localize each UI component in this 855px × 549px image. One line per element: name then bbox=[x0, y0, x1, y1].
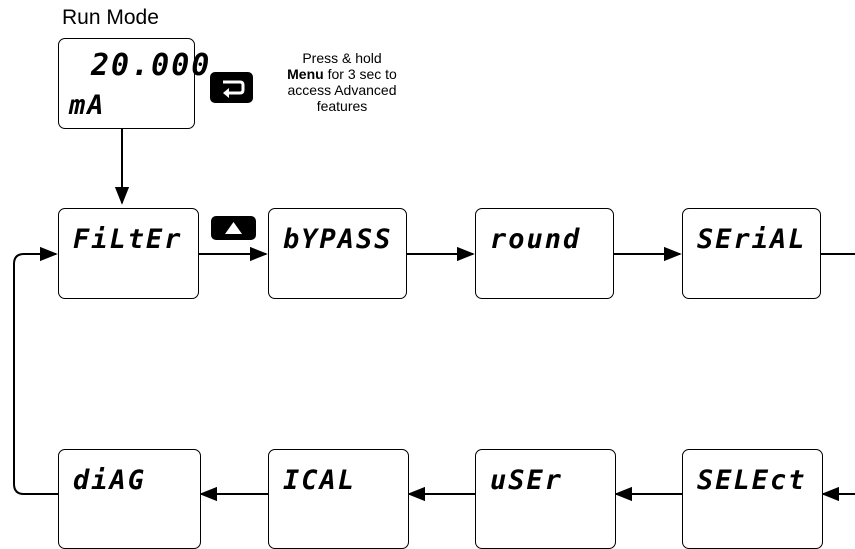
menu-note: Press & hold Menu for 3 sec to access Ad… bbox=[262, 50, 422, 114]
up-key[interactable] bbox=[211, 216, 256, 240]
up-arrow-key-icon bbox=[225, 222, 242, 234]
display-unit: mA bbox=[69, 90, 106, 121]
menu-bypass-box[interactable]: bYPASS bbox=[268, 208, 407, 299]
menu-serial-label: SEriAL bbox=[697, 224, 807, 255]
menu-filter-label: FiLtEr bbox=[73, 224, 183, 255]
menu-round-label: round bbox=[490, 224, 582, 255]
menu-round-box[interactable]: round bbox=[475, 208, 614, 299]
menu-diag-box[interactable]: diAG bbox=[58, 449, 201, 549]
menu-select-box[interactable]: SELEct bbox=[682, 449, 823, 549]
run-mode-title: Run Mode bbox=[62, 6, 159, 29]
menu-select-label: SELEct bbox=[697, 465, 807, 496]
flow-connectors bbox=[13, 129, 855, 502]
note-line2-rest: for 3 sec to bbox=[323, 66, 397, 82]
display-value: 20.000 bbox=[91, 48, 212, 83]
note-line4: features bbox=[316, 98, 368, 114]
menu-key[interactable] bbox=[210, 72, 253, 103]
note-menu-word: Menu bbox=[287, 66, 324, 82]
note-line3: access Advanced bbox=[287, 82, 397, 98]
menu-user-box[interactable]: uSEr bbox=[475, 449, 616, 549]
arrow-diag-loop-to-filter bbox=[13, 246, 58, 495]
menu-key-icon bbox=[223, 80, 245, 98]
menu-bypass-label: bYPASS bbox=[283, 224, 393, 255]
menu-ical-box[interactable]: ICAL bbox=[268, 449, 409, 549]
menu-user-label: uSEr bbox=[490, 465, 564, 496]
run-mode-display: 20.000 mA bbox=[58, 38, 209, 129]
note-line1: Press & hold bbox=[302, 50, 382, 66]
note-line2: Menu for 3 sec to bbox=[262, 66, 422, 82]
menu-ical-label: ICAL bbox=[283, 465, 357, 496]
menu-diag-label: diAG bbox=[73, 465, 147, 496]
menu-serial-box[interactable]: SEriAL bbox=[682, 208, 821, 299]
menu-filter-box[interactable]: FiLtEr bbox=[58, 208, 199, 299]
